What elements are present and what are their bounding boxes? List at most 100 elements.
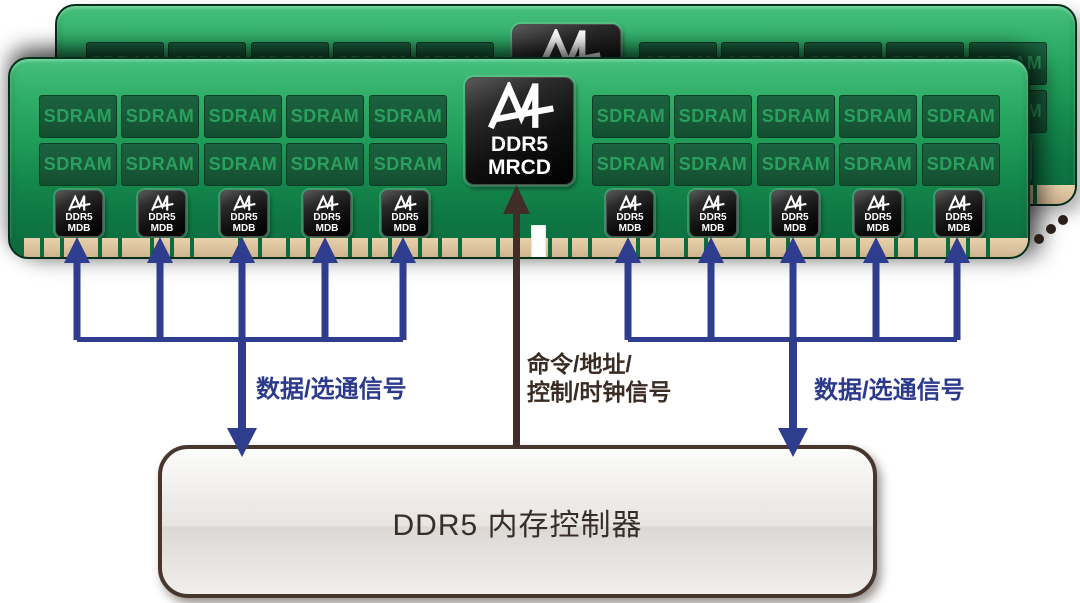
ddr5-mdb-chip-label-line2: MDB [783,223,807,234]
sdram-chip: SDRAM [121,95,199,138]
sdram-chip: SDRAM [922,143,1000,186]
label-cmd-line1: 命令/地址/ [527,351,632,377]
connector-pin [392,238,418,257]
connector-pin [194,238,238,257]
connector-pin [950,238,966,257]
connector-pin [688,238,704,257]
ddr5-mdb-chip-label-line1: DDR5 [699,212,727,223]
connector-pin [840,238,856,257]
ellipsis-dot [1058,215,1068,225]
connector-key-notch [531,225,546,257]
connector-pin [592,238,636,257]
ddr5-mdb-chip-label-line1: DDR5 [148,212,176,223]
sdram-chip: SDRAM [674,95,752,138]
connector-pin [970,238,986,257]
connector-pin [660,238,684,257]
label-data-strobe-right: 数据/选通信号 [814,377,965,404]
connector-pin [640,238,656,257]
connector-pin [918,238,946,257]
montage-m-logo [867,195,890,212]
ddr5-mdb-chip-label-line2: MDB [315,223,339,234]
memory-controller-box: DDR5 内存控制器 [158,445,877,598]
sdram-chip: SDRAM [674,143,752,186]
connector-pin [44,238,60,257]
ddr5-mdb-chip-label-line2: MDB [701,223,725,234]
connector-pin [898,238,914,257]
ddr5-mrcd-chip-label-line2: MRCD [488,156,551,179]
ddr5-mdb-chip-label-line2: MDB [618,223,642,234]
sdram-chip: SDRAM [369,143,447,186]
sdram-chip: SDRAM [839,143,917,186]
connector-pin [860,238,894,257]
data-strobe-arrows-left [64,237,416,457]
montage-m-logo [68,195,91,212]
ddr5-mdb-chip-label-line1: DDR5 [65,212,93,223]
connector-pin [552,238,568,257]
sdram-chip: SDRAM [204,95,282,138]
ddr5-mdb-chip-label-line1: DDR5 [616,212,644,223]
data-strobe-arrows-right [615,237,970,457]
sdram-chip: SDRAM [757,95,835,138]
sdram-chip: SDRAM [369,95,447,138]
connector-pin [820,238,836,257]
sdram-chip: SDRAM [286,143,364,186]
connector-pin [770,238,786,257]
montage-m-logo [784,195,807,212]
connector-pin [1037,185,1075,204]
sdram-chip: SDRAM [39,143,117,186]
connector-pin [122,238,150,257]
montage-m-logo [151,195,174,212]
connector-pin [442,238,458,257]
sdram-chip: SDRAM [592,143,670,186]
ddr5-mdb-chip-label-line1: DDR5 [391,212,419,223]
connector-pin [352,238,368,257]
montage-m-logo [702,195,725,212]
connector-pin [500,238,516,257]
sdram-chip: SDRAM [592,95,670,138]
ddr5-mdb-chip-label-line2: MDB [393,223,417,234]
connector-pin [290,238,306,257]
ddr5-mdb-chip-label-line2: MDB [232,223,256,234]
ddr5-mdb-chip-label-line1: DDR5 [864,212,892,223]
label-cmd-line2: 控制/时钟信号 [527,379,672,405]
connector-pin [572,238,588,257]
montage-m-logo [487,82,554,130]
ellipsis-dot [1046,224,1056,234]
montage-m-logo [316,195,339,212]
ellipsis-dot [1034,234,1044,244]
connector-pin [174,238,190,257]
sdram-chip: SDRAM [204,143,282,186]
label-cmd-addr-ctrl-clk: 命令/地址/ 控制/时钟信号 [527,350,671,406]
ddr5-mdb-chip-label-line1: DDR5 [313,212,341,223]
sdram-chip: SDRAM [286,95,364,138]
connector-pin [462,238,496,257]
connector-pin [24,238,40,257]
sdram-chip: SDRAM [121,143,199,186]
ddr5-mdb-chip-label-line2: MDB [866,223,890,234]
connector-pin [708,238,746,257]
connector-pin [154,238,170,257]
connector-pin [790,238,816,257]
connector-pin [310,238,348,257]
connector-pin [750,238,766,257]
sdram-chip: SDRAM [839,95,917,138]
ddr5-mdb-chip-label-line1: DDR5 [781,212,809,223]
ddr5-mdb-chip-label-line2: MDB [150,223,174,234]
connector-pin [102,238,118,257]
ddr5-mdb-chip-label-line2: MDB [67,223,91,234]
connector-pin [64,238,98,257]
connector-pin [242,238,258,257]
sdram-chip: SDRAM [757,143,835,186]
